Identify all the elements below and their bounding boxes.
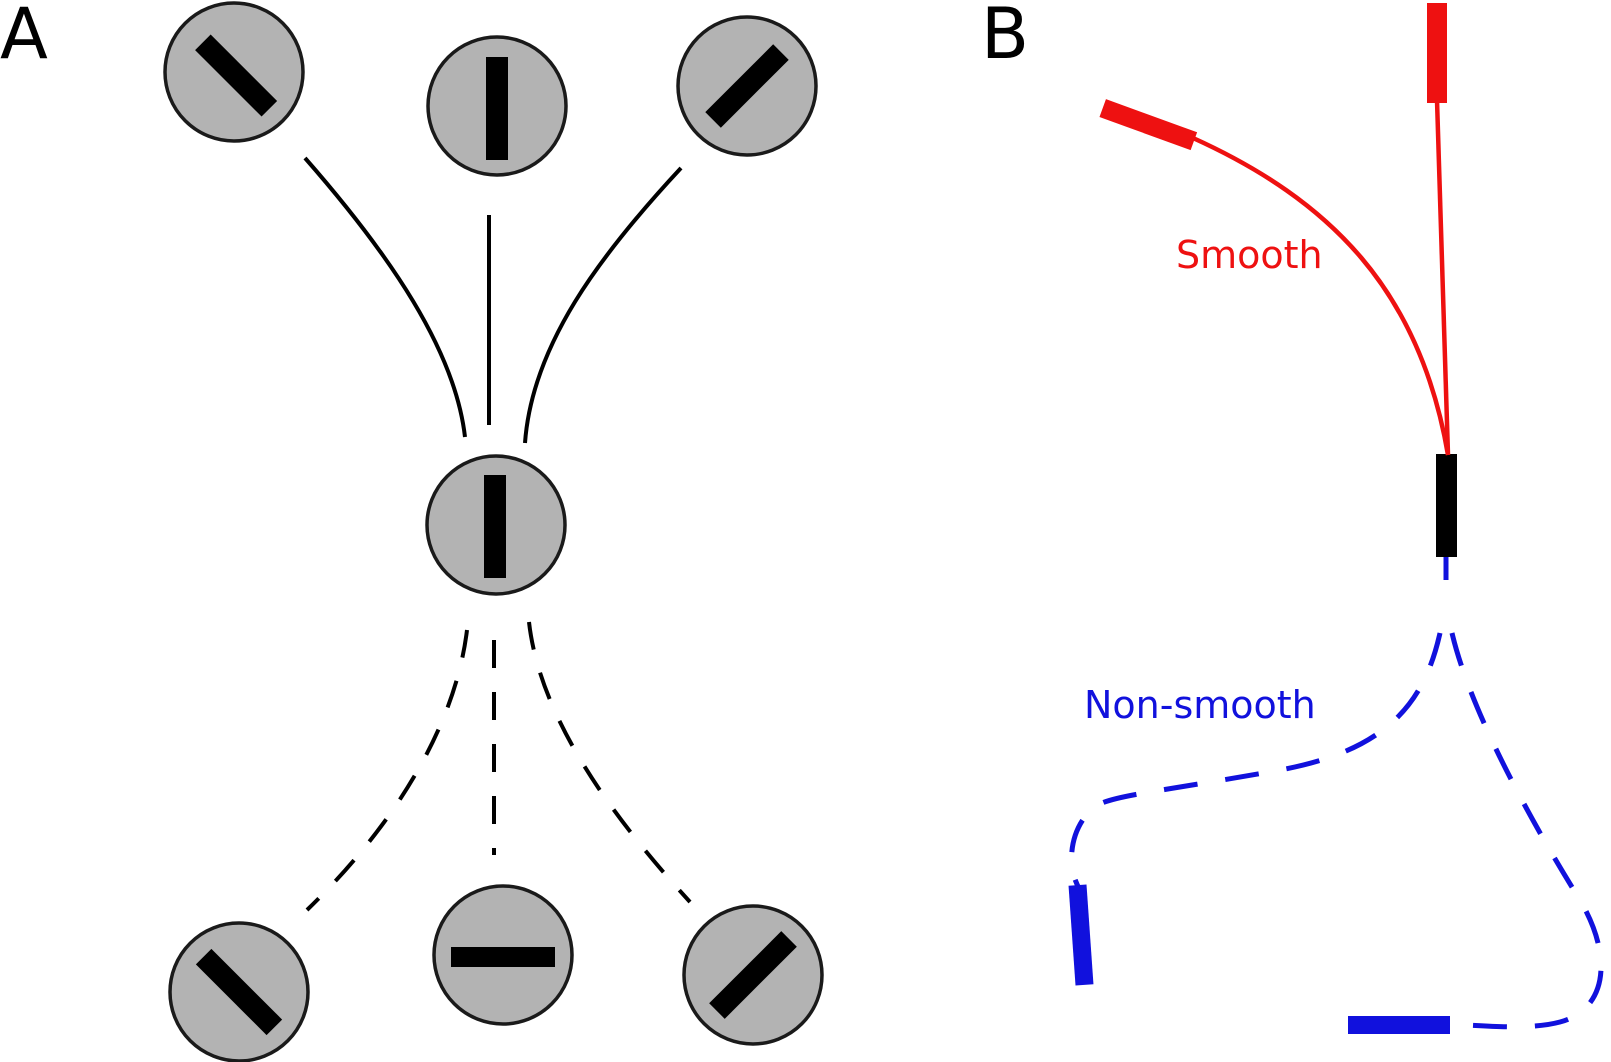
orientation-bar [451, 947, 555, 967]
reference-bar [1436, 454, 1457, 557]
orientation-bar [705, 44, 789, 128]
smooth-curve [1192, 135, 1451, 456]
non-smooth-contours: Non-smooth [1068, 557, 1604, 1034]
solid-edge-left [303, 156, 467, 438]
dashed-edge-left [305, 629, 469, 912]
non-smooth-bar-left [1068, 884, 1094, 986]
node-top-middle [426, 35, 568, 177]
non-smooth-label: Non-smooth [1084, 683, 1316, 727]
node-top-left [163, 1, 305, 143]
non-smooth-left-path [1069, 632, 1443, 892]
smooth-straight [1434, 99, 1451, 456]
orientation-bar [484, 475, 506, 578]
orientation-bar [195, 34, 278, 117]
orientation-bar [486, 57, 508, 160]
smooth-bar-vertical [1427, 3, 1447, 103]
non-smooth-bar-bottom [1348, 1016, 1450, 1034]
non-smooth-right-path [1447, 632, 1604, 1030]
orientation-bar [195, 948, 283, 1036]
smooth-bar-tilted [1099, 99, 1198, 151]
panel-a-label: A [0, 0, 48, 75]
orientation-bar [709, 931, 797, 1019]
node-bottom-right [682, 904, 824, 1046]
smooth-label: Smooth [1176, 233, 1323, 277]
node-bottom-middle [432, 884, 574, 1026]
solid-edge-right [523, 166, 683, 444]
smooth-contours: Smooth [1099, 3, 1451, 456]
node-top-right [676, 15, 818, 157]
dashed-edge-right [527, 621, 692, 904]
node-bottom-left [168, 921, 310, 1062]
node-center [425, 454, 567, 596]
panel-b-label: B [981, 0, 1029, 75]
